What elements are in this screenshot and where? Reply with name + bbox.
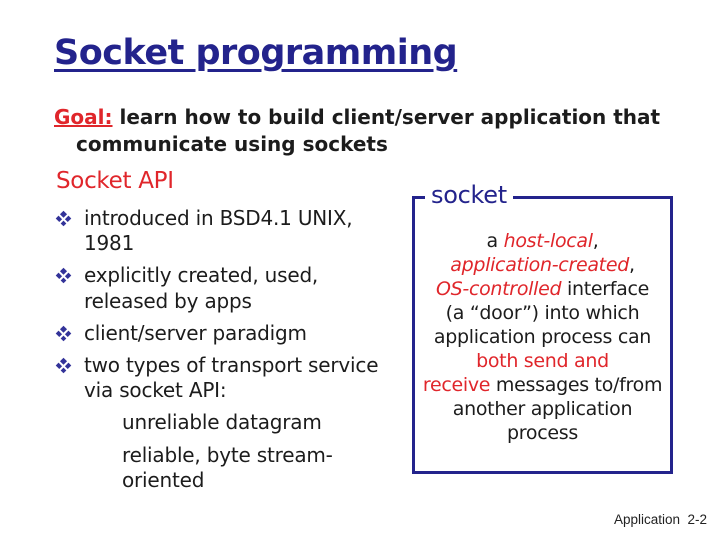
socket-definition-box: socket a host-local,application-created,… [412, 182, 673, 474]
socket-definition-text: a host-local,application-created,OS-cont… [422, 230, 663, 444]
bullet-list: introduced in BSD4.1 UNIX, 1981 explicit… [55, 206, 396, 493]
list-item: two types of transport service via socke… [55, 352, 396, 403]
bullet-text: two types of transport service via socke… [84, 352, 379, 403]
bullet-text: reliable, byte stream-oriented [122, 442, 333, 492]
list-item: unreliable datagram [94, 410, 396, 435]
left-column: Socket API introduced in BSD4.1 UNIX, 19… [55, 168, 396, 500]
diamond-bullet-icon [55, 325, 72, 342]
bullet-text: introduced in BSD4.1 UNIX, 1981 [84, 206, 353, 256]
diamond-bullet-icon [55, 357, 72, 374]
list-item: reliable, byte stream-oriented [94, 443, 396, 493]
diamond-bullet-icon [55, 268, 72, 284]
list-item: client/server paradigm [55, 320, 396, 346]
bullet-glyph-cell [94, 410, 122, 435]
goal-label: Goal: [54, 105, 113, 129]
list-item: explicitly created, used, released by ap… [55, 263, 396, 313]
socket-box-legend: socket [425, 182, 513, 208]
bullet-glyph-cell [55, 263, 84, 313]
bullet-glyph-cell [55, 321, 84, 346]
bullet-text: unreliable datagram [122, 410, 322, 435]
slide-title: Socket programming [54, 33, 458, 74]
bullet-glyph-cell [94, 443, 122, 493]
slide-number: Application 2-2 [613, 512, 707, 527]
bullet-text: explicitly created, used, released by ap… [84, 263, 319, 313]
socket-api-heading: Socket API [56, 168, 174, 194]
goal-text: learn how to build client/server applica… [76, 105, 661, 156]
bullet-text: client/server paradigm [84, 320, 307, 345]
goal-statement: Goal: learn how to build client/server a… [54, 104, 701, 158]
bullet-glyph-cell [55, 353, 84, 403]
diamond-bullet-icon [55, 210, 72, 227]
list-item: introduced in BSD4.1 UNIX, 1981 [55, 206, 396, 256]
bullet-glyph-cell [55, 206, 84, 256]
